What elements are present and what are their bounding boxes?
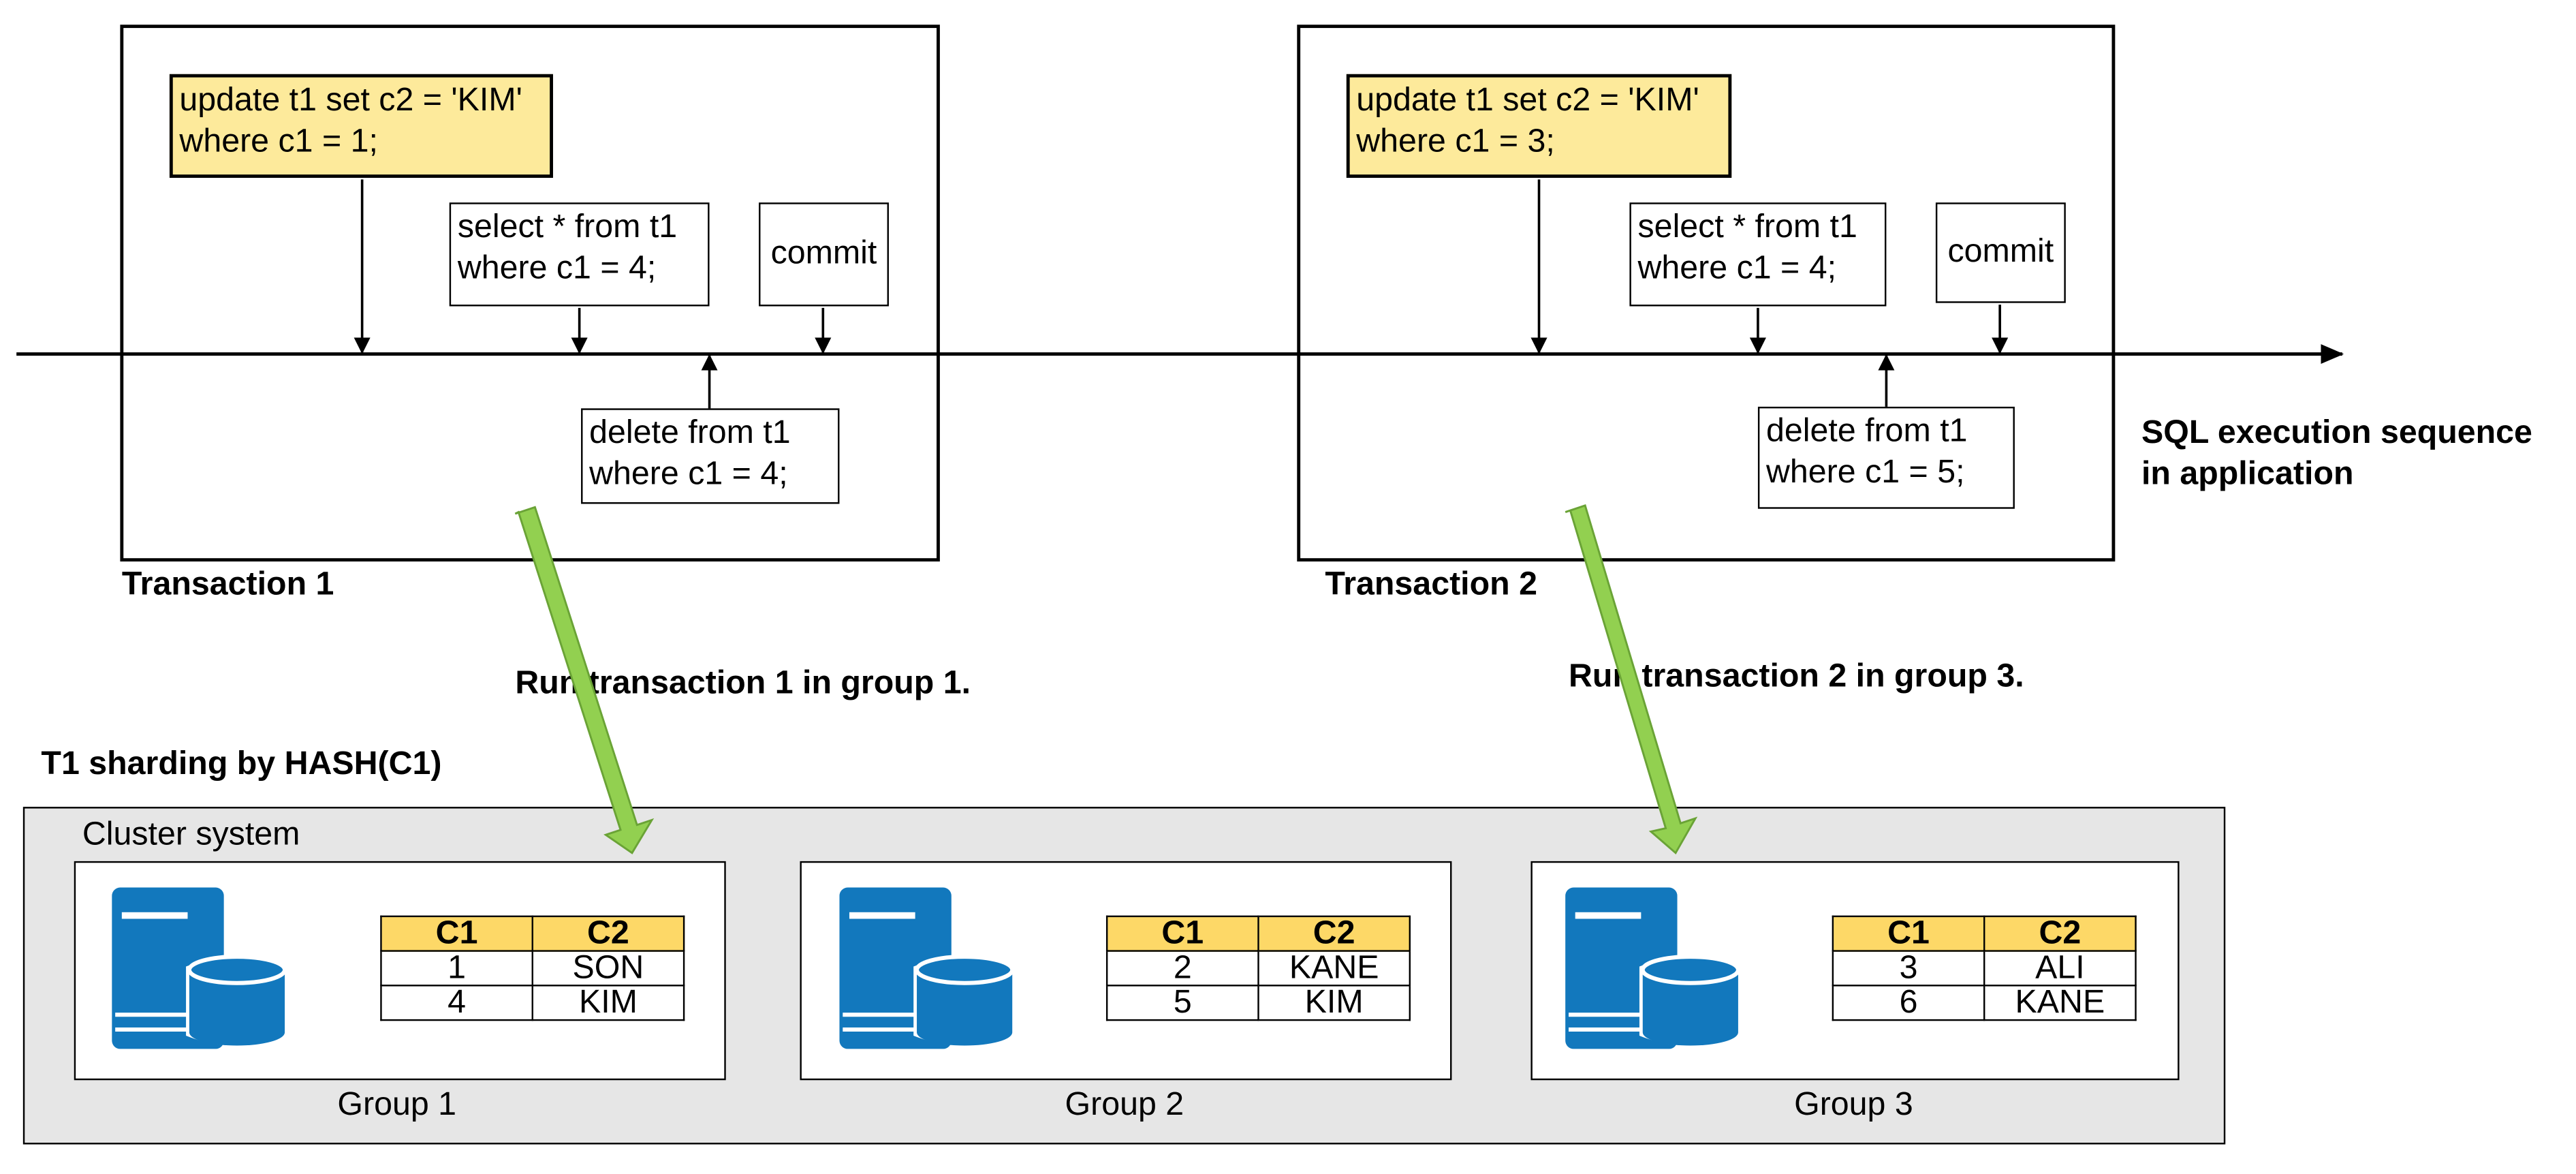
t2-commit-statement: commit xyxy=(1935,202,2066,303)
timeline-label-line-1: SQL execution sequence xyxy=(2141,414,2532,452)
t1-commit-statement: commit xyxy=(759,202,889,307)
table-cell: 1 xyxy=(380,950,533,987)
t1-delete-statement: delete from t1 where c1 = 4; xyxy=(581,408,840,504)
cluster-label: Cluster system xyxy=(82,816,300,853)
t1-update-line-1: update t1 set c2 = 'KIM' xyxy=(179,82,522,119)
table-header-c1: C1 xyxy=(1105,915,1259,952)
table-cell: ALI xyxy=(1983,950,2137,987)
t2-update-line-1: update t1 set c2 = 'KIM' xyxy=(1356,82,1699,119)
sharding-title: T1 sharding by HASH(C1) xyxy=(41,745,442,782)
table-row: 5 KIM xyxy=(1105,985,1411,1021)
t1-delete-line-2: where c1 = 4; xyxy=(589,456,788,493)
group-2-table: C1 C2 2 KANE 5 KIM xyxy=(1105,915,1411,1021)
database-server-icon xyxy=(1564,887,1742,1053)
run-note-2: Run transaction 2 in group 3. xyxy=(1569,658,2024,695)
database-server-icon xyxy=(838,887,1016,1053)
table-cell: KANE xyxy=(1257,950,1411,987)
t2-delete-line-1: delete from t1 xyxy=(1766,413,1968,450)
table-header-c1: C1 xyxy=(1832,915,1985,952)
transaction-1-label: Transaction 1 xyxy=(121,566,334,603)
table-cell: 5 xyxy=(1105,985,1259,1021)
t1-commit-label: commit xyxy=(770,235,877,272)
t2-delete-statement: delete from t1 where c1 = 5; xyxy=(1757,406,2015,509)
group-3-table: C1 C2 3 ALI 6 KANE xyxy=(1832,915,2137,1021)
t2-select-line-1: select * from t1 xyxy=(1637,208,1857,246)
t1-update-line-2: where c1 = 1; xyxy=(179,123,378,160)
table-cell: KIM xyxy=(1257,985,1411,1021)
database-server-icon xyxy=(110,887,288,1053)
table-header-c2: C2 xyxy=(531,915,685,952)
table-cell: 6 xyxy=(1832,985,1985,1021)
timeline-label: SQL execution sequence in application xyxy=(2141,414,2532,496)
run-arrow-group-3 xyxy=(1565,504,1698,855)
t2-select-line-2: where c1 = 4; xyxy=(1637,250,1837,287)
table-cell: 3 xyxy=(1832,950,1985,987)
group-2-label: Group 2 xyxy=(1065,1086,1184,1124)
table-header-c2: C2 xyxy=(1257,915,1411,952)
t2-update-statement: update t1 set c2 = 'KIM' where c1 = 3; xyxy=(1346,74,1732,178)
timeline-label-line-2: in application xyxy=(2141,456,2354,493)
t1-update-statement: update t1 set c2 = 'KIM' where c1 = 1; xyxy=(169,74,553,178)
t2-delete-line-2: where c1 = 5; xyxy=(1766,454,1965,491)
table-cell: KIM xyxy=(531,985,685,1021)
table-row: 2 KANE xyxy=(1105,950,1411,987)
table-row: 1 SON xyxy=(380,950,685,987)
t2-commit-label: commit xyxy=(1947,234,2054,271)
t2-update-line-2: where c1 = 3; xyxy=(1356,123,1555,160)
table-row: 3 ALI xyxy=(1832,950,2137,987)
run-arrow-group-1 xyxy=(514,506,655,854)
transaction-2-label: Transaction 2 xyxy=(1325,566,1537,603)
table-cell: 2 xyxy=(1105,950,1259,987)
t1-delete-line-1: delete from t1 xyxy=(589,414,791,452)
table-row: 4 KIM xyxy=(380,985,685,1021)
t1-select-line-1: select * from t1 xyxy=(457,208,678,246)
table-header-c1: C1 xyxy=(380,915,533,952)
group-1-label: Group 1 xyxy=(337,1086,457,1124)
table-cell: SON xyxy=(531,950,685,987)
table-header-c2: C2 xyxy=(1983,915,2137,952)
t1-select-line-2: where c1 = 4; xyxy=(457,250,657,287)
group-1-table: C1 C2 1 SON 4 KIM xyxy=(380,915,685,1021)
group-3-label: Group 3 xyxy=(1794,1086,1913,1124)
table-cell: KANE xyxy=(1983,985,2137,1021)
t1-select-statement: select * from t1 where c1 = 4; xyxy=(449,202,710,307)
table-cell: 4 xyxy=(380,985,533,1021)
t2-select-statement: select * from t1 where c1 = 4; xyxy=(1629,202,1887,307)
table-row: 6 KANE xyxy=(1832,985,2137,1021)
